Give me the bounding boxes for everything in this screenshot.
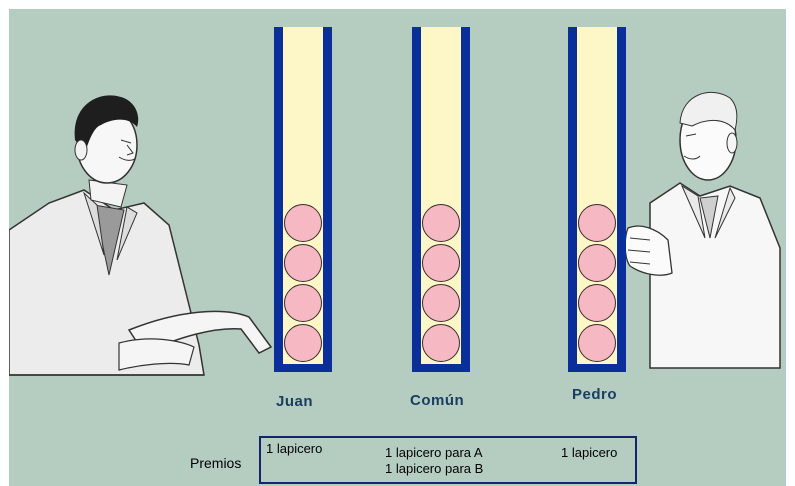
prize-juan: 1 lapicero [266, 441, 322, 457]
person-pedro-illustration [620, 78, 785, 370]
container-comun [412, 27, 470, 372]
container-juan-interior [283, 27, 323, 364]
prizes-box: 1 lapicero 1 lapicero para A 1 lapicero … [259, 436, 637, 484]
ball [422, 204, 460, 242]
prizes-label: Premios [190, 455, 241, 471]
container-pedro [568, 27, 626, 372]
prize-pedro: 1 lapicero [561, 445, 617, 461]
ball [284, 204, 322, 242]
container-pedro-interior [577, 27, 617, 364]
person-juan-illustration [9, 85, 279, 385]
ball [284, 284, 322, 322]
ball [578, 284, 616, 322]
container-comun-interior [421, 27, 461, 364]
container-juan [274, 27, 332, 372]
ball [578, 324, 616, 362]
label-pedro: Pedro [572, 386, 617, 403]
ball [284, 244, 322, 282]
prize-comun-line1: 1 lapicero para A [385, 445, 483, 461]
ball [578, 204, 616, 242]
prize-comun-line2: 1 lapicero para B [385, 461, 483, 477]
ball [284, 324, 322, 362]
label-juan: Juan [276, 393, 313, 410]
label-comun: Común [410, 392, 464, 409]
ball [422, 244, 460, 282]
ball [578, 244, 616, 282]
ball [422, 324, 460, 362]
ball [422, 284, 460, 322]
